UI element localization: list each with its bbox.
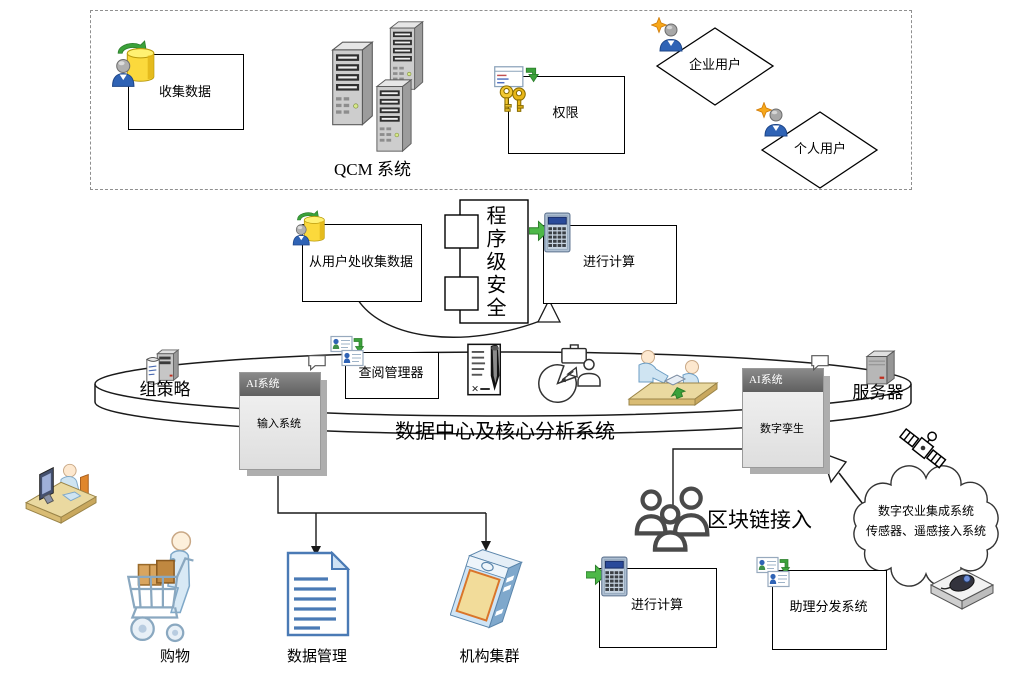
review-manager-label: 查阅管理器 [358, 365, 424, 380]
connector-cloud-line [838, 472, 867, 509]
program-security-label: 程序级安全 [483, 205, 505, 320]
qcm-system-label: QCM 系统 [334, 160, 411, 179]
ai-input-system-box: AI系统 [239, 372, 321, 470]
cloud-text-line1: 数字农业集成系统 [877, 504, 974, 518]
assistant-dispatch-box [772, 570, 887, 650]
collect-from-users-label: 从用户处收集数据 [308, 254, 413, 269]
ai-system-left-header: AI系统 [240, 373, 320, 396]
compute-top-label: 进行计算 [582, 254, 635, 269]
program-security-component [444, 199, 529, 324]
connector-twin-to-blockchain [672, 448, 742, 512]
center-title: 数据中心及核心分析系统 [395, 421, 615, 443]
shopping-label: 购物 [159, 649, 190, 665]
personal-user-label: 个人用户 [793, 141, 846, 156]
collect-data-label: 收集数据 [158, 84, 211, 99]
connector-collect-to-compute [357, 298, 562, 338]
digital-twin-label: 数字孪生 [760, 423, 804, 435]
assistant-dispatch-label: 助理分发系统 [789, 599, 868, 614]
permission-label: 权限 [552, 105, 579, 120]
connector-cloud-arrowhead [820, 451, 848, 484]
enterprise-user-diamond [655, 27, 775, 106]
server-label: 服务器 [852, 383, 904, 402]
input-system-label: 输入系统 [257, 418, 301, 430]
blockchain-access-label: 区块链接入 [707, 508, 812, 532]
ai-system-right-header: AI系统 [743, 369, 823, 392]
connector-input-system-tree [277, 469, 491, 556]
enterprise-user-label: 企业用户 [688, 57, 741, 72]
personal-user-diamond [760, 111, 879, 189]
data-management-label: 数据管理 [286, 649, 347, 665]
user-access-layer-boundary [90, 10, 912, 190]
ai-digital-twin-box: AI系统 [742, 368, 824, 468]
group-policy-label: 组策略 [139, 380, 191, 399]
org-cluster-label: 机构集群 [459, 649, 520, 665]
cloud-text-line2: 传感器、遥感接入系统 [865, 524, 986, 538]
compute-bottom-label: 进行计算 [630, 597, 683, 612]
